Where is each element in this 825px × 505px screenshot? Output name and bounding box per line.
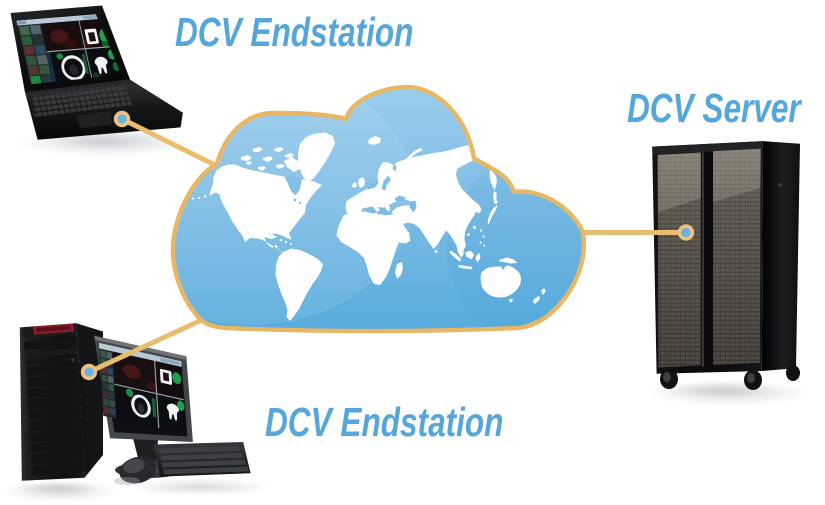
svg-text:DCV Endstation: DCV Endstation [265, 399, 503, 445]
svg-text:DCV Server: DCV Server [627, 85, 802, 131]
svg-text:DCV Endstation: DCV Endstation [175, 9, 413, 55]
